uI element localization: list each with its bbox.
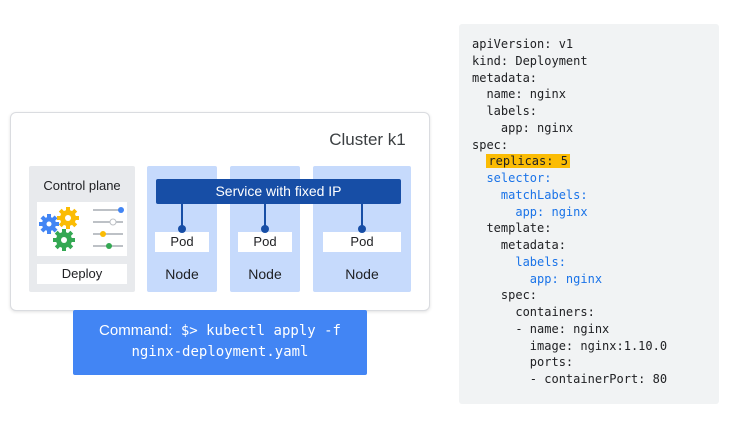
control-plane: Control plane <box>29 166 135 292</box>
command-line-1: Command: $> kubectl apply -f <box>73 322 367 339</box>
yaml-line: spec: <box>472 288 538 303</box>
yaml-highlight: replicas: 5 <box>486 154 570 169</box>
control-plane-title: Control plane <box>43 178 121 193</box>
command-prefix: Command: <box>99 322 173 339</box>
connector-dot-3 <box>358 225 366 233</box>
yaml-line: app: nginx <box>472 204 588 219</box>
pod-3: Pod <box>323 232 401 252</box>
yaml-line: labels: <box>472 104 538 118</box>
node-1-label: Node <box>165 266 199 282</box>
connector-pod-1 <box>181 204 183 228</box>
pod-2: Pod <box>238 232 292 252</box>
deploy-label: Deploy <box>37 264 127 284</box>
yaml-line: app: nginx <box>472 120 574 135</box>
cluster-title: Cluster k1 <box>329 130 406 149</box>
yaml-line: app: nginx <box>472 271 603 286</box>
yaml-line: spec: <box>472 137 509 152</box>
gear-icon-green <box>53 229 75 251</box>
yaml-line: kind: Deployment <box>472 53 588 68</box>
control-plane-icons <box>37 202 127 256</box>
node-3-label: Node <box>345 266 379 282</box>
node-2-label: Node <box>248 266 282 282</box>
yaml-line: ports: <box>472 355 574 370</box>
gear-icon-yellow <box>57 207 79 229</box>
service-fixed-ip: Service with fixed IP <box>156 179 401 204</box>
yaml-line: selector: <box>472 171 552 185</box>
yaml-line: template: <box>472 221 552 236</box>
yaml-line: apiVersion: v1 <box>472 37 574 51</box>
yaml-line: image: nginx:1.10.0 <box>472 338 668 353</box>
command-line-2: nginx-deployment.yaml <box>131 344 309 360</box>
connector-dot-2 <box>261 225 269 233</box>
pod-1: Pod <box>155 232 209 252</box>
yaml-line: replicas: 5 <box>472 153 667 170</box>
command-box: Command: $> kubectl apply -f nginx-deplo… <box>73 310 367 375</box>
yaml-line: labels: <box>472 254 566 269</box>
connector-pod-2 <box>264 204 266 228</box>
yaml-line: name: nginx <box>472 87 566 102</box>
gear-icon-blue <box>39 214 59 234</box>
yaml-line: metadata: <box>472 238 566 252</box>
yaml-line: matchLabels: <box>472 187 588 202</box>
yaml-line: metadata: <box>472 70 538 85</box>
yaml-panel <box>459 24 719 404</box>
connector-pod-3 <box>361 204 363 228</box>
sliders-icon <box>93 207 124 249</box>
yaml-line: - containerPort: 80 <box>472 372 668 386</box>
command-text-1: $> kubectl apply -f <box>172 323 341 339</box>
yaml-line: - name: nginx <box>472 321 610 336</box>
connector-dot-1 <box>178 225 186 233</box>
yaml-line: containers: <box>472 305 595 319</box>
